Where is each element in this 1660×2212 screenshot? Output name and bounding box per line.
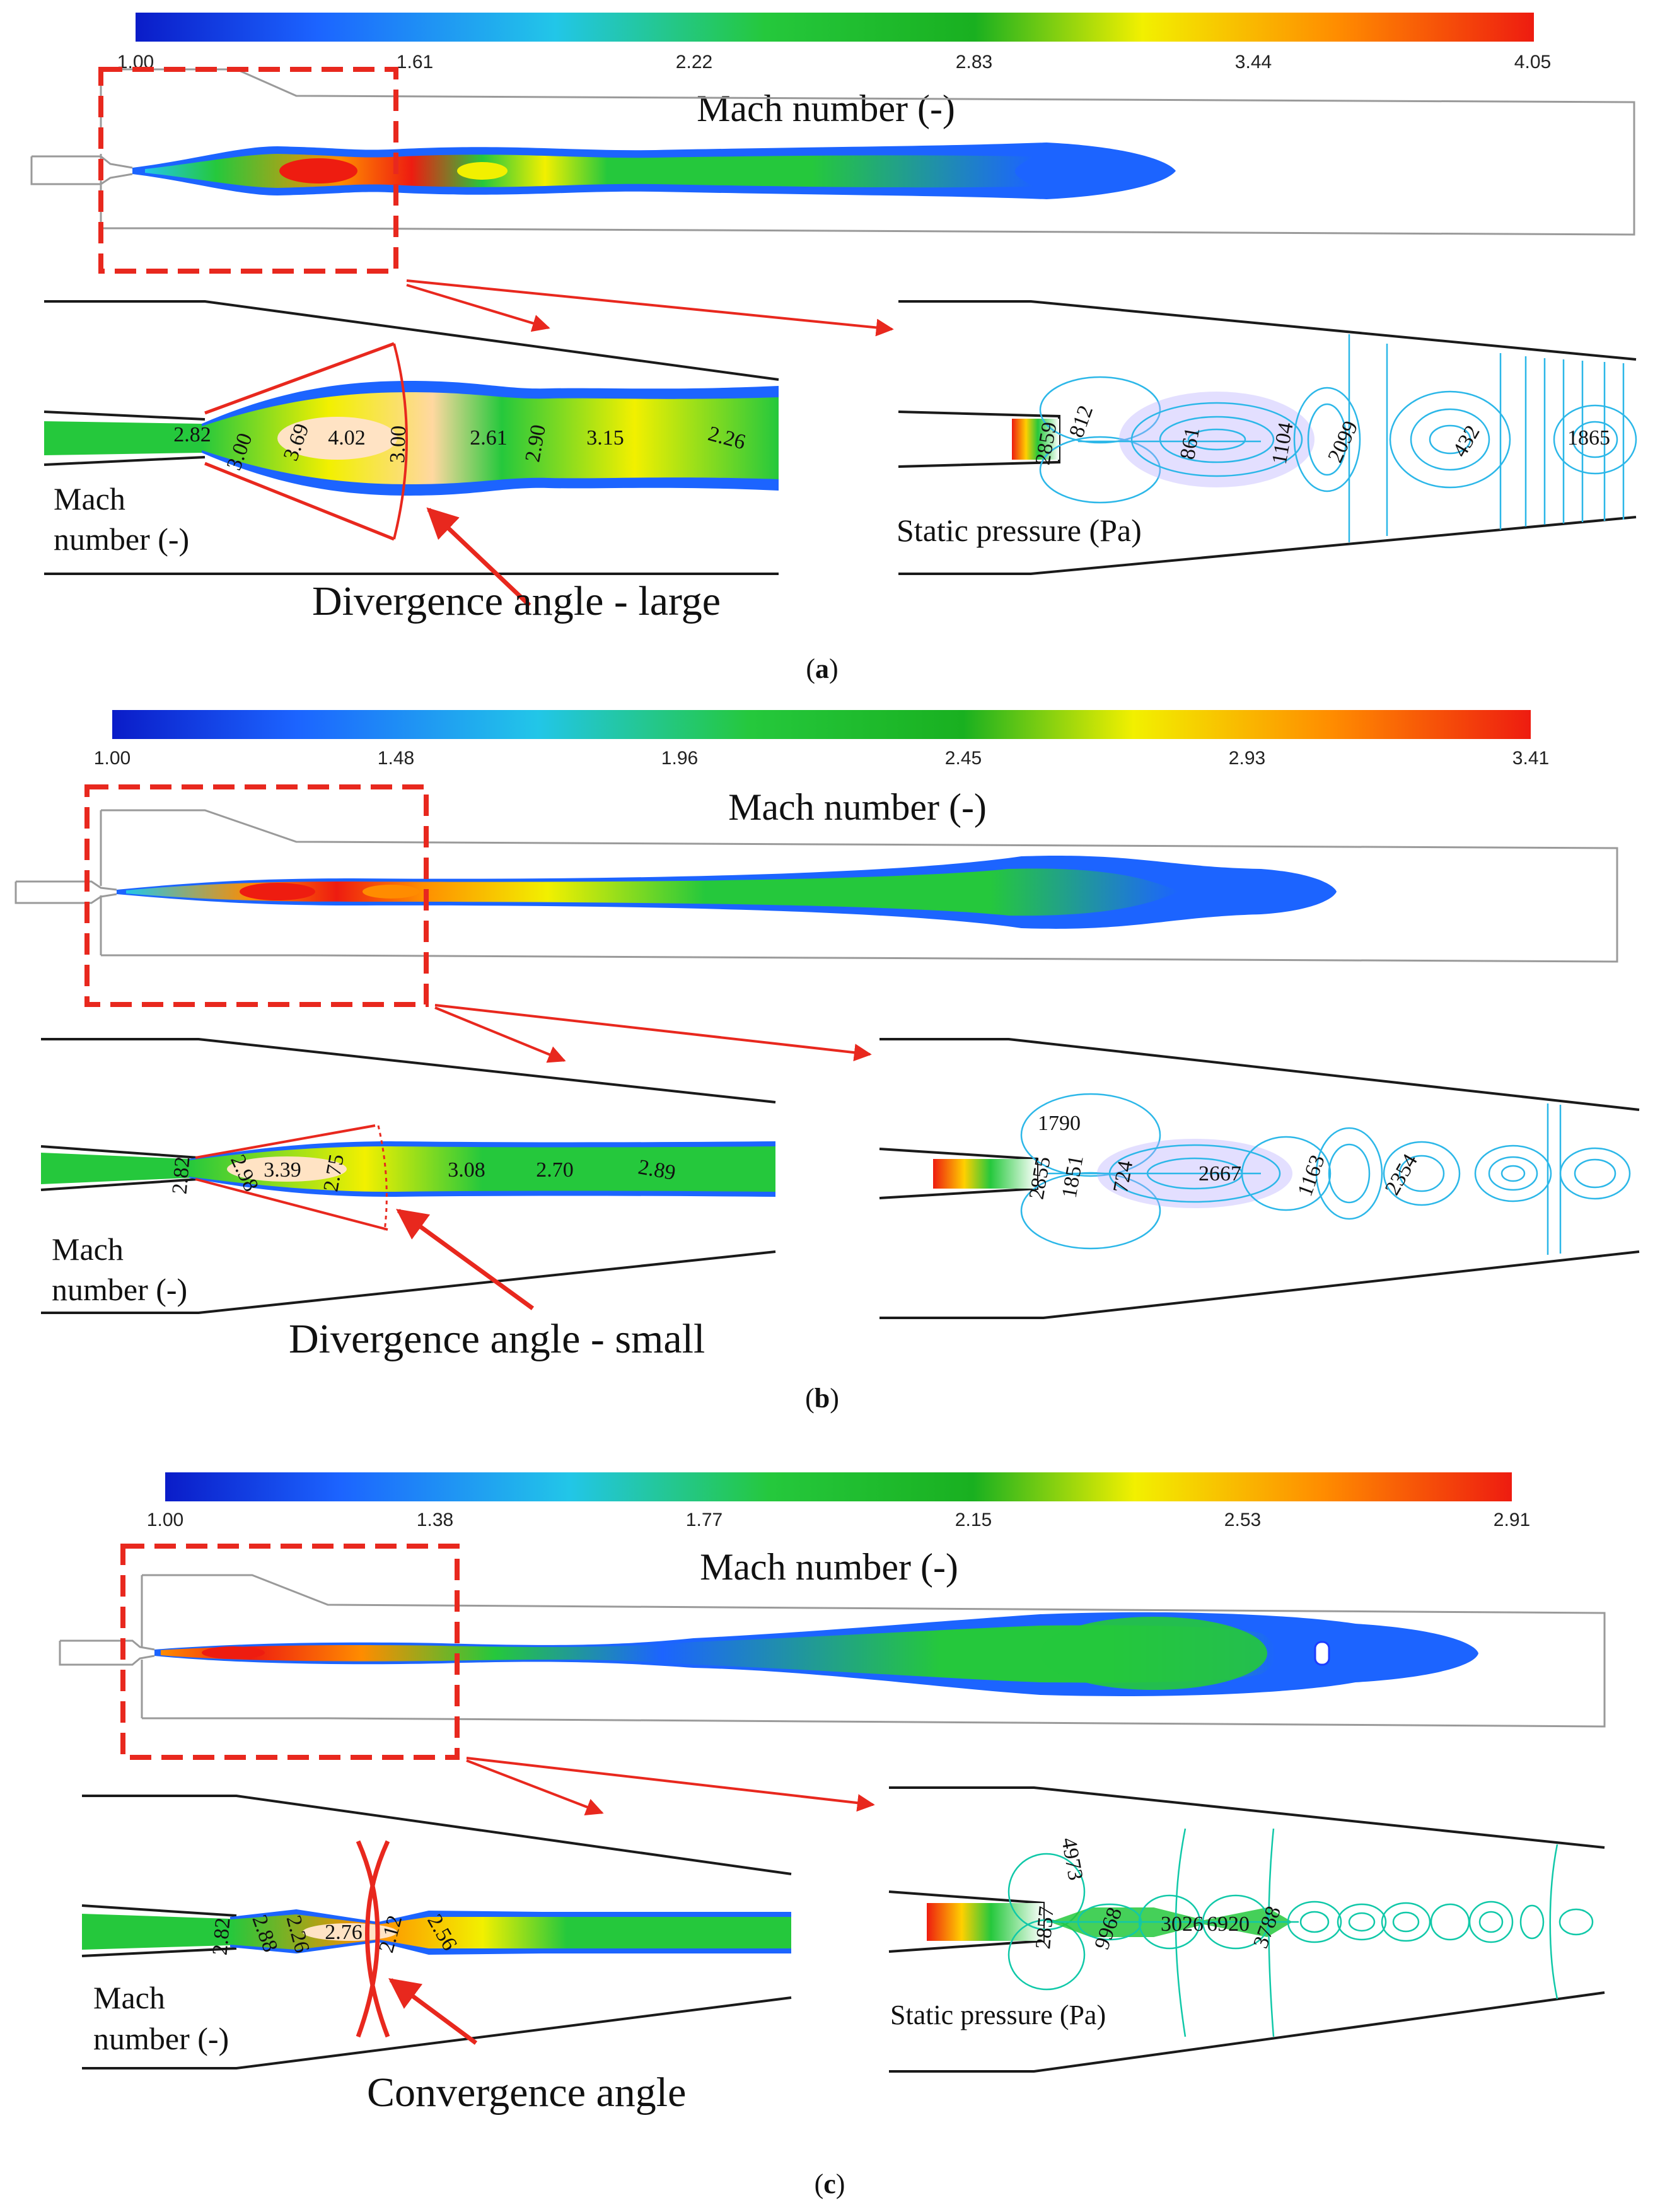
jet-core-c	[161, 1625, 1275, 1683]
caption-b: (b)	[805, 1383, 839, 1414]
colorbar-c-ticks: 1.00 1.38 1.77 2.15 2.53 2.91	[147, 1510, 1530, 1530]
mach-value: 2.61	[470, 426, 508, 450]
mach-zoom-b: 2.82 2.98 3.39 2.75 3.08 2.70 2.89 Mach …	[40, 1038, 776, 1362]
convergence-arrow-c	[388, 1978, 478, 2045]
pressure-value: 2354	[1381, 1150, 1422, 1199]
mach-value: 4.02	[328, 426, 366, 450]
colorbar-tick: 1.61	[397, 52, 433, 73]
colorbar-tick: 2.91	[1494, 1510, 1530, 1530]
colorbar-tick: 1.00	[94, 748, 131, 769]
angle-annotation-c: Convergence angle	[367, 2069, 686, 2116]
colorbar-tick: 1.96	[661, 748, 698, 769]
caption-a: (a)	[806, 653, 838, 684]
zoom-box-a	[98, 67, 398, 274]
mach-label-c: number (-)	[93, 2021, 229, 2056]
mach-value: 2.70	[536, 1158, 574, 1182]
mach-value: 3.08	[448, 1158, 485, 1182]
ejector-outline-b	[101, 809, 1618, 963]
panel-b: 1.00 1.48 1.96 2.45 2.93 3.41 Mach numbe…	[15, 710, 1640, 1414]
panel-a: 1.00 1.61 2.22 2.83 3.44 4.05 Mach numbe…	[30, 13, 1637, 684]
colorbar-tick: 1.77	[686, 1510, 723, 1530]
zoom-box-b	[84, 784, 429, 1007]
pressure-zoom-b: 1790 2855 1851 724 2667 1163 2354	[879, 1038, 1640, 1319]
pressure-value: 2857	[1031, 1906, 1059, 1950]
divergence-arrow-b	[396, 1209, 535, 1310]
arrow-to-pressure-zoom-a	[406, 279, 894, 337]
pressure-value: 432	[1448, 421, 1485, 461]
nozzle-b	[15, 880, 117, 904]
colorbar-tick: 1.48	[378, 748, 414, 769]
main-title-a: Mach number (-)	[697, 88, 955, 129]
colorbar-tick: 2.22	[676, 52, 712, 73]
colorbar-a-ticks: 1.00 1.61 2.22 2.83 3.44 4.05	[117, 52, 1551, 73]
pressure-value: 4973	[1057, 1836, 1087, 1882]
nozzle-c	[59, 1639, 155, 1666]
arrow-to-mach-zoom-c	[466, 1759, 604, 1815]
colorbar-tick: 2.15	[955, 1510, 992, 1530]
mach-value: 3.00	[386, 425, 410, 463]
main-title-b: Mach number (-)	[728, 786, 987, 828]
panel-c: 1.00 1.38 1.77 2.15 2.53 2.91 Mach numbe…	[59, 1472, 1606, 2199]
arrow-to-mach-zoom-a	[406, 284, 550, 332]
mach-label-a: number (-)	[54, 521, 189, 557]
mach-value: 2.82	[168, 1156, 195, 1195]
colorbar-tick: 2.45	[945, 748, 982, 769]
pressure-value: 2667	[1199, 1162, 1241, 1185]
caption-c: (c)	[815, 2168, 845, 2199]
pressure-value: 1865	[1567, 426, 1610, 450]
arrow-to-mach-zoom-b	[434, 1006, 566, 1063]
mach-label-c: Mach	[93, 1980, 165, 2015]
zoom-box-c	[120, 1544, 460, 1760]
colorbar-b	[112, 710, 1531, 739]
colorbar-tick: 3.44	[1235, 52, 1272, 73]
mach-value: 3.15	[586, 426, 624, 450]
pressure-label-a: Static pressure (Pa)	[897, 513, 1142, 548]
ejector-outline-c	[142, 1574, 1606, 1728]
pressure-value: 861	[1176, 426, 1204, 462]
mach-value: 3.39	[264, 1158, 301, 1182]
pressure-value: 6920	[1207, 1912, 1250, 1936]
colorbar-tick: 1.38	[417, 1510, 453, 1530]
colorbar-tick: 2.93	[1229, 748, 1265, 769]
pressure-value: 724	[1109, 1159, 1137, 1195]
angle-annotation-b: Divergence angle - small	[289, 1316, 705, 1362]
colorbar-tick: 2.83	[956, 52, 992, 73]
pressure-zoom-c: 4973 2857 9968 3026 6920 3788 Static pre…	[888, 1786, 1605, 2073]
colorbar-b-ticks: 1.00 1.48 1.96 2.45 2.93 3.41	[94, 748, 1549, 769]
jet-core-b	[126, 868, 1179, 916]
pressure-label-c: Static pressure (Pa)	[890, 2000, 1106, 2030]
angle-annotation-a: Divergence angle - large	[312, 578, 721, 624]
colorbar-tick: 4.05	[1514, 52, 1551, 73]
colorbar-c	[165, 1472, 1512, 1501]
arrow-to-pressure-zoom-c	[466, 1757, 875, 1812]
colorbar-tick: 2.53	[1224, 1510, 1261, 1530]
mach-value: 2.12	[374, 1913, 407, 1955]
mach-zoom-c: 2.82 2.88 2.26 2.76 2.12 2.56 Mach numbe…	[81, 1795, 792, 2116]
colorbar-a	[136, 13, 1534, 42]
pressure-value: 1790	[1038, 1112, 1081, 1135]
divergence-arrow-a	[426, 507, 531, 607]
mach-value: 2.82	[173, 423, 211, 446]
mach-label-b: Mach	[52, 1231, 124, 1267]
mach-label-a: Mach	[54, 481, 125, 516]
mach-value: 2.82	[209, 1917, 235, 1956]
nozzle-a	[30, 155, 133, 185]
pressure-value: 3026	[1161, 1912, 1204, 1936]
jet-core-a	[145, 154, 1034, 188]
pressure-value: 812	[1065, 402, 1098, 441]
mach-label-b: number (-)	[52, 1272, 187, 1307]
main-title-c: Mach number (-)	[700, 1546, 958, 1588]
mach-value: 2.76	[325, 1921, 363, 1944]
colorbar-tick: 3.41	[1512, 748, 1549, 769]
arrow-to-pressure-zoom-b	[434, 1004, 872, 1062]
colorbar-tick: 1.00	[147, 1510, 183, 1530]
pressure-value: 1851	[1058, 1153, 1088, 1199]
pressure-zoom-a: 2859 812 861 1104 2099 432 1865 Static p…	[897, 300, 1637, 575]
mach-zoom-a: 2.82 3.00 3.69 4.02 3.00 2.61 2.90 3.15 …	[44, 300, 779, 624]
